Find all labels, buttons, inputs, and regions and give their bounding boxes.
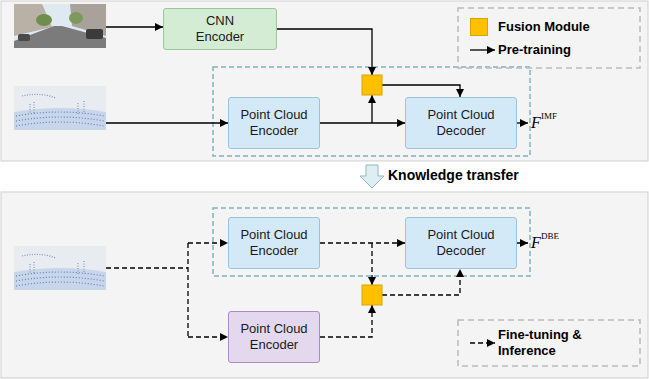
process-box: Point Cloud Encoder [228, 97, 320, 149]
scan-rings [16, 272, 104, 286]
legend-text: Fine-tuning & Inference [498, 327, 608, 359]
annotation: F [531, 234, 541, 252]
box-label: Point Cloud Decoder [421, 107, 501, 139]
shared-network-frame [213, 67, 530, 156]
input-arrow [188, 336, 228, 337]
cloud-floor [14, 268, 106, 290]
annotation: F [531, 114, 541, 132]
annotation: Knowledge transfer [388, 167, 519, 183]
camera-image [14, 4, 106, 48]
input-arrow [188, 242, 228, 243]
transfer-arrow [360, 165, 384, 188]
legend-frame [458, 8, 640, 68]
fusion-module [362, 285, 382, 305]
process-box: Point Cloud Decoder [405, 97, 517, 149]
road [14, 26, 106, 48]
process-box: Point Cloud Encoder [228, 311, 320, 363]
scan-objects [22, 254, 84, 274]
scan-rings [16, 112, 104, 126]
box-label: Point Cloud Encoder [235, 321, 313, 353]
cloud-floor [14, 108, 106, 130]
legend-swatch [470, 18, 488, 36]
shared-network-frame [213, 208, 530, 276]
legend-dashed-arrow [470, 342, 495, 343]
branch-arrow [371, 243, 372, 285]
tree [36, 14, 52, 26]
sky [14, 4, 106, 48]
output-arrow [517, 242, 528, 243]
input-arrow [106, 122, 228, 123]
process-box: Point Cloud Decoder [405, 217, 517, 269]
box-label: Point Cloud Encoder [235, 107, 313, 139]
cloud-ground [14, 246, 106, 290]
finetuning-panel [1, 192, 648, 378]
point-cloud-image [14, 246, 106, 290]
annotation: IMF [541, 111, 557, 121]
legend-frame [458, 320, 640, 366]
cloud-ground [14, 86, 106, 130]
car [86, 29, 103, 39]
pretraining-panel [1, 1, 648, 161]
fusion-module [362, 75, 382, 95]
flow-arrow [320, 269, 460, 337]
box-label: CNN Encoder [188, 13, 252, 45]
flow-arrow [277, 29, 460, 97]
legend-text: Pre-training [498, 42, 571, 58]
fusion-in-arrow [371, 305, 372, 313]
flow-arrow [320, 122, 405, 123]
split-wire [106, 243, 188, 337]
input-arrow [106, 26, 163, 27]
fusion-in-arrow [371, 68, 372, 75]
process-box: CNN Encoder [163, 8, 277, 50]
flow-arrow [320, 242, 405, 243]
point-cloud-image [14, 86, 106, 130]
branch-arrow [371, 95, 372, 123]
box-label: Point Cloud Decoder [421, 227, 501, 259]
output-arrow [517, 122, 528, 123]
legend-text: Fusion Module [498, 19, 590, 35]
scan-objects [22, 94, 84, 114]
process-box: Point Cloud Encoder [228, 217, 320, 269]
tree [69, 12, 83, 24]
legend-solid-arrow [470, 49, 495, 50]
car [18, 34, 30, 41]
annotation: DBE [541, 231, 559, 241]
box-label: Point Cloud Encoder [235, 227, 313, 259]
